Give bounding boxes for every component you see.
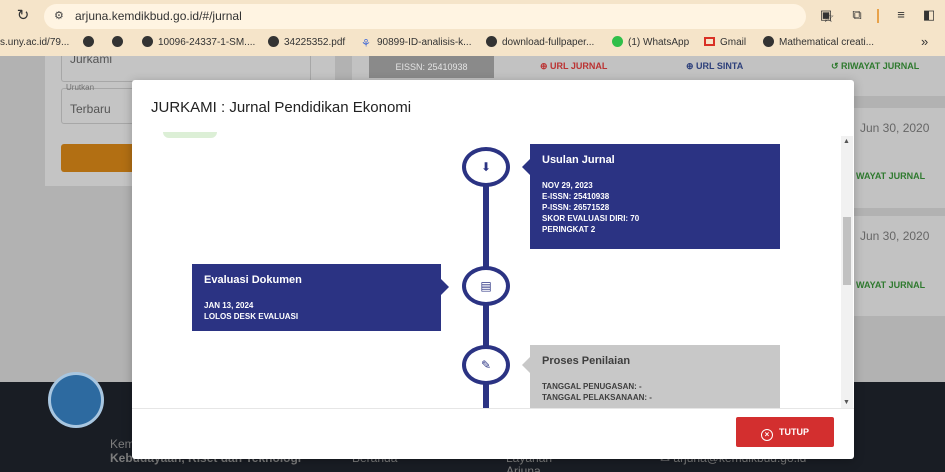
bookmark-item[interactable] [112,35,128,51]
bookmark-item[interactable]: (1) WhatsApp [612,35,689,51]
journal-filter-value: Jurkami [70,56,113,66]
search-button[interactable] [61,144,141,172]
kemdikbud-logo [48,372,104,428]
scroll-down-icon[interactable]: ▼ [843,399,850,406]
globe-icon [83,36,94,47]
timeline-card-line: P-ISSN: 26571528 [542,203,610,212]
card-pointer [522,159,530,175]
globe-icon [763,36,774,47]
bookmark-item[interactable] [83,35,99,51]
timeline-card-line: LOLOS DESK EVALUASI [204,312,299,321]
media-controls-icon[interactable]: ≡ [897,7,905,22]
eissn-badge: EISSN: 25410938 [369,56,494,78]
footer-nav-arjuna[interactable]: Arjuna [506,464,541,472]
toolbar-separator [877,9,879,23]
timeline-card-line: TANGGAL PELAKSANAAN: - [542,393,652,402]
timeline-card-usulan: Usulan Jurnal NOV 29, 2023 E-ISSN: 25410… [530,144,780,249]
whatsapp-icon [612,36,623,47]
card-pointer [441,279,449,295]
scrollbar-thumb[interactable] [843,217,851,285]
reload-icon[interactable]: ↻ [16,7,30,24]
timeline-card-line: NOV 29, 2023 [542,181,593,190]
scroll-up-icon[interactable]: ▲ [843,138,850,145]
journal-date: Jun 30, 2020 [860,229,930,243]
timeline-card-title: Evaluasi Dokumen [204,274,302,286]
document-icon: ▤ [480,279,492,293]
globe-icon: ⊕ [686,61,697,71]
riwayat-jurnal-link[interactable]: ↺ RIWAYAT JURNAL [831,61,920,71]
modal-scrollbar[interactable]: ▲ ▼ [841,136,853,408]
timeline-card-evaluasi: Evaluasi Dokumen JAN 13, 2024 LOLOS DESK… [192,264,441,331]
sort-label: Urutkan [66,83,95,92]
bookmarks-overflow-icon[interactable]: » [921,34,929,49]
bookmark-item[interactable]: ⚘90899-ID-analisis-k... [361,37,472,50]
modal-title: JURKAMI : Jurnal Pendidikan Ekonomi [151,99,412,116]
browser-chrome: ↻ ⚙ arjuna.kemdikbud.go.id/#/jurnal ☆ ▣ … [0,0,945,56]
journal-history-modal: JURKAMI : Jurnal Pendidikan Ekonomi ⬇ Us… [132,80,854,459]
timeline-card-title: Usulan Jurnal [542,154,615,166]
bookmark-item[interactable]: Mathematical creati... [763,35,874,51]
gmail-icon [704,37,715,46]
timeline-card-penilaian: Proses Penilaian TANGGAL PENUGASAN: - TA… [530,345,780,408]
globe-icon [268,36,279,47]
timeline-card-title: Proses Penilaian [542,355,631,367]
modal-divider [132,408,854,409]
timeline-card-line: E-ISSN: 25410938 [542,192,610,201]
timeline-node: ⬇ [462,147,510,187]
url-sinta-link[interactable]: ⊕ URL SINTA [686,61,744,71]
bookmark-item[interactable]: 34225352.pdf [268,35,345,51]
card-pointer [522,357,530,373]
history-icon: ↺ [831,61,842,71]
journal-date: Jun 30, 2020 [860,121,930,135]
timeline-card-line: TANGGAL PENUGASAN: - [542,382,642,391]
edit-icon: ✎ [480,358,492,372]
download-icon: ⬇ [480,160,492,174]
diagram-icon: ⚘ [361,38,371,50]
site-info-icon[interactable]: ⚙ [54,10,64,22]
riwayat-jurnal-link[interactable]: WAYAT JURNAL [856,171,926,181]
bookmark-item[interactable]: 10096-24337-1-SM.... [142,35,255,51]
timeline-node: ▤ [462,266,510,306]
url-jurnal-link[interactable]: ⊕ URL JURNAL [540,61,608,71]
side-panel-icon[interactable]: ◧ [922,7,936,22]
tab-search-icon[interactable]: ▣ [819,7,833,22]
globe-icon [486,36,497,47]
bookmark-star-icon[interactable]: ☆ [822,9,835,25]
bookmarks-bar: s.uny.ac.id/79... 10096-24337-1-SM.... 3… [0,32,945,54]
toolbar: ↻ ⚙ arjuna.kemdikbud.go.id/#/jurnal ☆ ▣ … [0,0,945,32]
footer-ministry-line1: Kem [110,437,135,451]
address-bar[interactable]: ⚙ arjuna.kemdikbud.go.id/#/jurnal ☆ [44,4,835,29]
riwayat-jurnal-link[interactable]: WAYAT JURNAL [856,280,926,290]
globe-icon: ⊕ [540,61,551,71]
timeline-card-line: JAN 13, 2024 [204,301,254,310]
globe-icon [142,36,153,47]
url-text: arjuna.kemdikbud.go.id/#/jurnal [75,9,242,23]
close-button[interactable]: ×TUTUP [736,417,834,447]
timeline-card-line: PERINGKAT 2 [542,225,596,234]
bookmark-item[interactable]: download-fullpaper... [486,35,594,51]
close-icon: × [761,429,773,441]
bookmark-item[interactable]: s.uny.ac.id/79... [0,37,70,48]
timeline-container[interactable]: ⬇ Usulan Jurnal NOV 29, 2023 E-ISSN: 254… [149,132,844,408]
timeline-card-line: SKOR EVALUASI DIRI: 70 [542,214,640,223]
sort-value: Terbaru [70,102,111,116]
globe-icon [112,36,123,47]
bookmark-item[interactable]: Gmail [704,35,746,51]
extensions-icon[interactable]: ⧉ [852,7,862,22]
timeline-node: ✎ [462,345,510,385]
status-chip [163,132,217,138]
